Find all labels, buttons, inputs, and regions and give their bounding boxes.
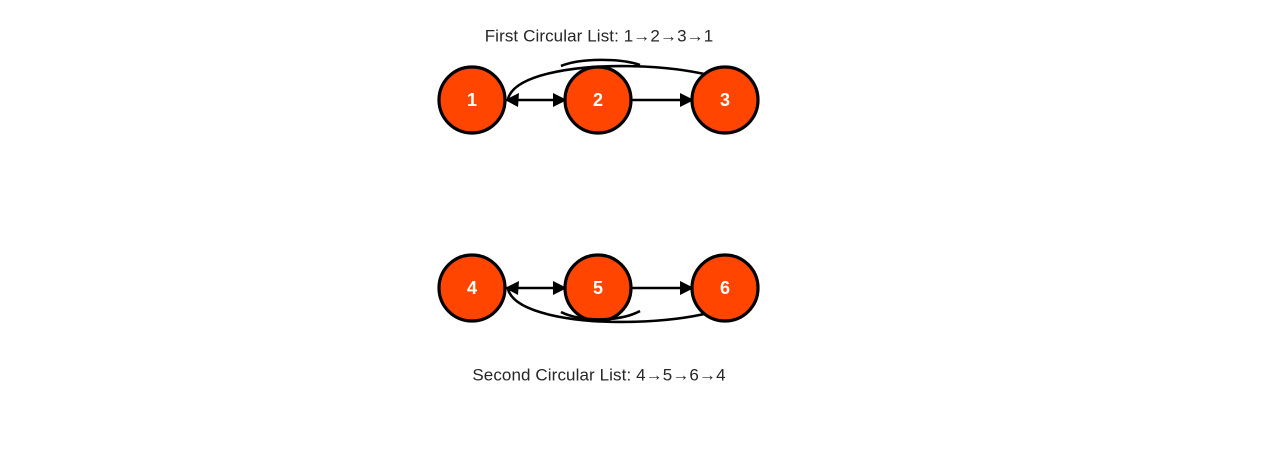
second-list-title: Second Circular List: 4→5→6→4: [472, 365, 725, 384]
node-3-circle[interactable]: [690, 65, 760, 135]
node-5[interactable]: 5: [563, 253, 633, 323]
edge-6-to-4-curve-under-node-5: [560, 309, 641, 321]
node-6-circle[interactable]: [690, 253, 760, 323]
first-list-title: First Circular List: 1→2→3→1: [485, 26, 714, 45]
edge-3-to-1-curve-over-node-2: [560, 58, 641, 68]
second-list-edges: [505, 281, 760, 324]
node-6[interactable]: 6: [690, 253, 760, 323]
diagram-first-circular-list: First Circular List: 1→2→3→1 1: [437, 26, 760, 135]
node-5-circle[interactable]: [563, 253, 633, 323]
diagram-second-circular-list: 4 5 6 Second Circular List: 4→5→6→4: [437, 253, 760, 384]
edge-5-to-6-arrowhead: [680, 281, 694, 295]
node-2-circle[interactable]: [563, 65, 633, 135]
node-4[interactable]: 4: [437, 253, 507, 323]
node-1[interactable]: 1: [437, 65, 507, 135]
node-2[interactable]: 2: [563, 65, 633, 135]
node-3[interactable]: 3: [690, 65, 760, 135]
edge-2-to-3-arrowhead: [680, 93, 694, 107]
node-1-circle[interactable]: [437, 65, 507, 135]
edge-1-to-2-arrowhead: [553, 93, 567, 107]
node-4-circle[interactable]: [437, 253, 507, 323]
edge-4-to-5-arrowhead: [553, 281, 567, 295]
